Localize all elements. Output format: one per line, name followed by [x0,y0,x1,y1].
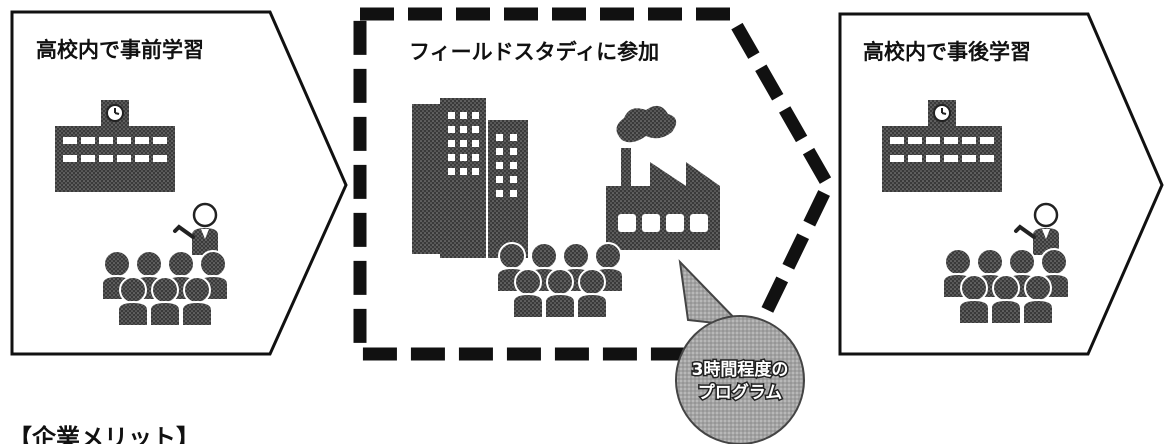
school-icon [881,99,1003,193]
stage-pre-learning: 高校内で事前学習 [10,10,348,356]
stage-post-learning-title: 高校内で事後学習 [863,40,1031,64]
office-building-icon [412,98,528,258]
stage-pre-learning-title: 高校内で事前学習 [36,38,204,62]
bubble-line-2: プログラム [698,382,783,403]
participants-icon [497,243,623,318]
company-merit-heading: 【企業メリット】 [8,424,200,444]
duration-bubble: 3時間程度の プログラム [675,259,805,444]
stage-field-study: フィールドスタディに参加 [353,7,836,444]
bubble-line-1: 3時間程度の [692,359,789,380]
factory-icon [606,105,720,250]
students-icon [943,249,1069,324]
school-icon [54,99,176,193]
stage-field-study-title: フィールドスタディに参加 [409,40,659,64]
stage-post-learning: 高校内で事後学習 [838,12,1164,356]
teacher-icon [173,202,220,257]
students-icon [102,251,228,326]
teacher-icon [1014,202,1061,257]
